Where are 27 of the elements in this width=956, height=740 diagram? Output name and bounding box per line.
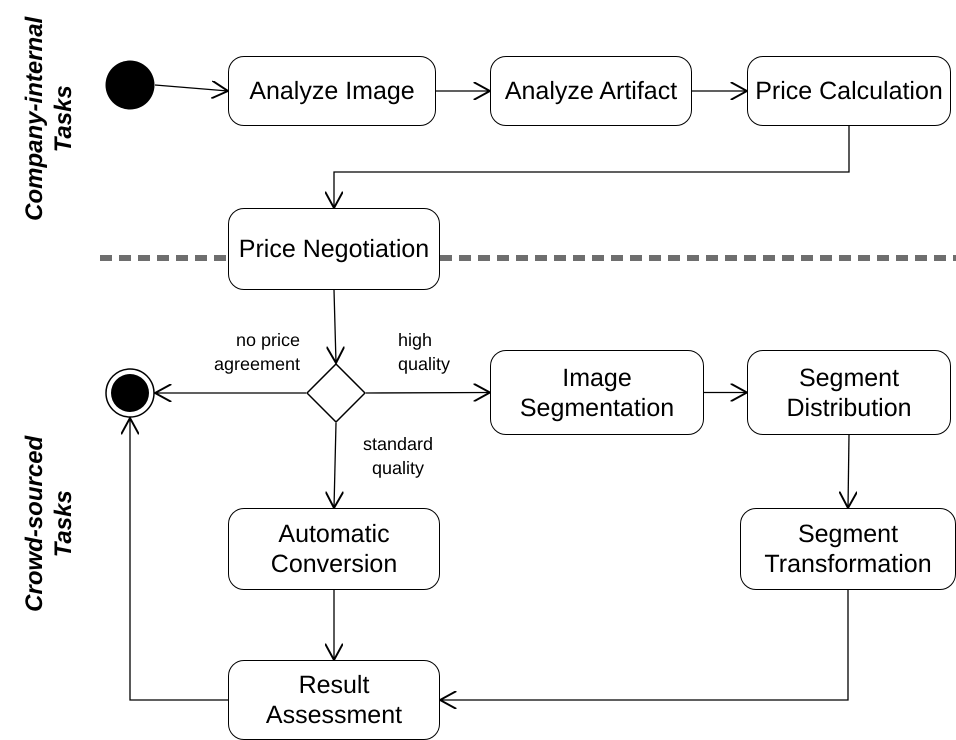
activity-box: Analyze Image bbox=[228, 56, 436, 126]
arrow bbox=[324, 126, 850, 209]
activity-box: Analyze Artifact bbox=[490, 56, 692, 126]
arrow bbox=[324, 590, 344, 661]
arrow bbox=[439, 590, 849, 710]
activity-box: Image Segmentation bbox=[490, 350, 704, 435]
decision-diamond bbox=[306, 363, 366, 423]
arrow bbox=[154, 383, 306, 403]
arrow bbox=[366, 382, 491, 403]
arrow bbox=[692, 81, 748, 101]
activity-box: Segment Distribution bbox=[747, 350, 951, 435]
activity-box: Result Assessment bbox=[228, 660, 440, 740]
activity-box: Price Calculation bbox=[747, 56, 951, 126]
final-node bbox=[105, 368, 155, 418]
activity-box: Price Negotiation bbox=[228, 208, 440, 290]
arrow bbox=[326, 290, 346, 364]
activity-box: Automatic Conversion bbox=[228, 508, 440, 590]
arrow bbox=[838, 435, 858, 509]
arrow bbox=[704, 382, 748, 402]
swimlane-label: Crowd-sourced Tasks bbox=[21, 434, 78, 614]
arrow bbox=[154, 80, 229, 100]
activity-box: Segment Transformation bbox=[740, 508, 956, 590]
arrow bbox=[324, 422, 344, 509]
swimlane-label: Company-internal Tasks bbox=[21, 16, 78, 223]
arrow bbox=[120, 417, 228, 701]
initial-node bbox=[105, 60, 155, 110]
arrow bbox=[436, 81, 491, 101]
